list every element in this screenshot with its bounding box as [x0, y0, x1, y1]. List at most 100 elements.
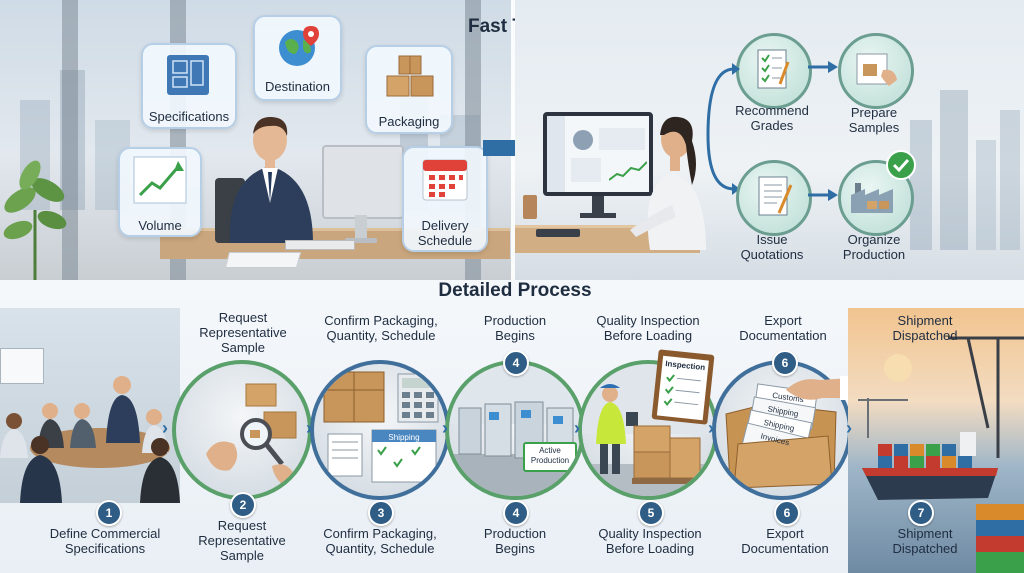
port-scene [848, 308, 1024, 573]
desktop-monitor [322, 145, 404, 219]
arrow-right-icon: › [574, 418, 580, 438]
quotation-document-icon [758, 176, 793, 216]
document-folder-illustration [725, 383, 837, 489]
step-number-badge: 6 [774, 500, 800, 526]
recommend-grades-circle [736, 33, 812, 109]
arrow-right-icon: › [306, 418, 312, 438]
detailed-process-title: Detailed Process [438, 280, 592, 301]
checklist-icon [757, 49, 790, 89]
bubble-volume: Volume [118, 147, 202, 237]
screen-line-chart [609, 161, 647, 181]
step-number-badge: 5 [638, 500, 664, 526]
clipboard-paper: Inspection [656, 355, 709, 421]
step-bottom-label-5: Quality Inspection Before Loading [598, 526, 702, 556]
arrow-right-icon [808, 189, 838, 201]
bubble-label: Destination [264, 79, 331, 94]
screen-pie-chart [573, 130, 593, 150]
monitor-base [345, 238, 377, 243]
arrow-right-icon: › [708, 418, 714, 438]
packaging-schedule-illustration [323, 371, 439, 483]
fast-track-panel: Specifications Destination Packaging Vol… [0, 0, 1024, 280]
screen-panel [599, 128, 645, 150]
shipping-calendar-label: Shipping [388, 433, 420, 442]
step-bottom-label-4: Production Begins [483, 526, 547, 556]
screen-panel [571, 158, 601, 182]
bubble-label: Specifications [148, 109, 230, 124]
step-bottom-label-6: Export Documentation [741, 526, 829, 556]
step-number-badge: 1 [96, 500, 122, 526]
paper-document [224, 252, 302, 268]
active-production-sign: Active Production [523, 442, 577, 472]
arrow-right-icon: › [442, 418, 448, 438]
step-top-label-6: Export Documentation [739, 313, 827, 343]
window-frame [62, 0, 78, 280]
bubble-label: Delivery Schedule [417, 218, 473, 248]
step-top-label-4: Production Begins [483, 313, 547, 343]
issue-quotations-circle [736, 160, 812, 236]
city-skyline-right [910, 90, 1020, 250]
keyboard [285, 240, 355, 250]
arrow-right-icon [808, 61, 838, 73]
step-top-label-7: Shipment Dispatched [892, 313, 958, 343]
step-number-badge: 4 [503, 500, 529, 526]
checkmark-icon [886, 150, 916, 180]
tablet [536, 229, 580, 237]
businessman-illustration [215, 116, 313, 243]
pen-holder [523, 195, 537, 219]
inspection-label: Inspection [664, 359, 706, 373]
branch-arrows [706, 63, 740, 195]
screen-sidebar [547, 116, 565, 192]
step-number-badge: 4 [503, 350, 529, 376]
step-bottom-label-2: Request Representative Sample [198, 518, 286, 563]
step-top-label-5: Quality Inspection Before Loading [596, 313, 700, 343]
blueprint-icon [167, 55, 209, 95]
bubble-specifications: Specifications [141, 43, 237, 129]
bubble-destination: Destination [253, 15, 342, 101]
factory-icon [851, 183, 893, 213]
export-documentation-ring: Customs Shipping Shipping Invoices [712, 360, 852, 500]
bubble-label: Packaging [378, 114, 440, 129]
monitor-stand [592, 196, 604, 214]
computer-screen [543, 112, 653, 196]
arrow-right-icon: › [846, 418, 852, 438]
business-people-illustration [0, 376, 180, 503]
step-top-label-2: Request Representative Sample [199, 310, 287, 355]
inspection-clipboard: Inspection [651, 349, 715, 425]
checklist-icon [663, 374, 701, 407]
whiteboard [0, 348, 44, 384]
step-label: Organize Production [842, 232, 906, 262]
organize-production-circle [838, 160, 914, 236]
step-top-label-3: Confirm Packaging, Quantity, Schedule [324, 313, 438, 343]
growth-chart-icon [133, 156, 187, 204]
bubble-packaging: Packaging [365, 45, 453, 134]
woman-at-computer-illustration [630, 116, 706, 250]
sample-magnifier-illustration [206, 383, 297, 486]
step-number-badge: 6 [772, 350, 798, 376]
step-number-badge: 7 [908, 500, 934, 526]
factory-machines-illustration [449, 364, 581, 496]
bubble-label: Volume [138, 218, 182, 233]
arrow-right-icon: › [162, 418, 168, 438]
step-label: Prepare Samples [848, 105, 900, 135]
monitor-stand [355, 215, 367, 240]
step-number-badge: 2 [230, 492, 256, 518]
step-bottom-label-3: Confirm Packaging, Quantity, Schedule [323, 526, 437, 556]
step-bottom-label-1: Define Commercial Specifications [49, 526, 161, 556]
boxes-icon [386, 55, 434, 97]
meeting-scene [0, 308, 180, 503]
step-label: Issue Quotations [740, 232, 804, 262]
production-begins-ring: Active Production [445, 360, 585, 500]
detailed-process-panel: Detailed Process [0, 280, 1024, 573]
monitor-base [580, 213, 616, 218]
confirm-packaging-ring: Shipping [310, 360, 450, 500]
globe-pin-icon [279, 26, 319, 66]
step-bottom-label-7: Shipment Dispatched [892, 526, 958, 556]
bubble-delivery-schedule: Delivery Schedule [402, 146, 488, 252]
prepare-samples-circle [838, 33, 914, 109]
plant-illustration [3, 160, 67, 280]
step-label: Recommend Grades [735, 103, 809, 133]
hand-illustration [786, 376, 850, 400]
step-number-badge: 3 [368, 500, 394, 526]
request-sample-ring [172, 360, 312, 500]
active-production-label: Active Production [530, 446, 570, 465]
